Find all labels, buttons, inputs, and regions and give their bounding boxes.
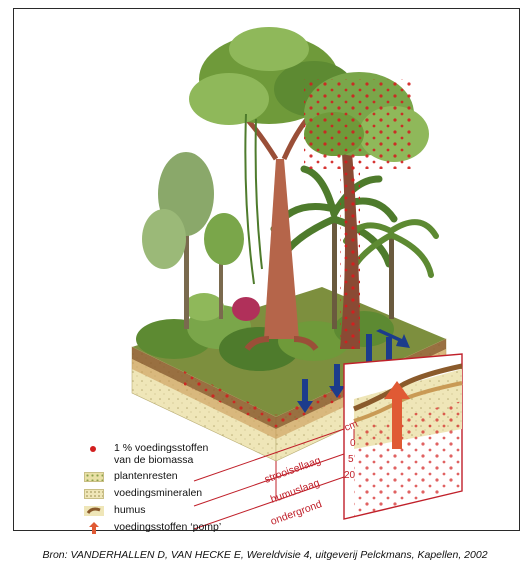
legend-humus-label: humus bbox=[114, 504, 146, 516]
scale-mark-20: 20 bbox=[344, 470, 356, 481]
scale-mark-5: 5 bbox=[348, 454, 354, 465]
palm-fronds bbox=[270, 165, 439, 329]
rainforest-illustration: cm 0 5 20 strooisellaag humuslaag onderg… bbox=[131, 27, 463, 530]
soil-cross-section bbox=[193, 353, 463, 530]
legend-nutrients-line1: 1 % voedingsstoffen bbox=[114, 442, 209, 454]
emergent-tree bbox=[189, 27, 354, 351]
legend-item-plantenresten: plantenresten bbox=[84, 469, 284, 486]
legend: 1 % voedingsstoffen van de biomassa plan… bbox=[84, 441, 284, 537]
understory-trees bbox=[142, 152, 244, 329]
legend-item-nutrients: 1 % voedingsstoffen van de biomassa bbox=[84, 441, 284, 469]
red-arrow-up-icon bbox=[84, 522, 104, 534]
legend-voedingsmineralen-label: voedingsmineralen bbox=[114, 487, 203, 499]
humus-swatch-icon bbox=[84, 506, 104, 517]
legend-plantenresten-label: plantenresten bbox=[114, 470, 178, 482]
scale-mark-0: 0 bbox=[350, 438, 356, 449]
legend-item-voedingsmineralen: voedingsmineralen bbox=[84, 486, 284, 503]
voedingsmineralen-swatch-icon bbox=[84, 489, 104, 500]
scale-unit-label: cm bbox=[343, 419, 359, 434]
nutrient-pump-arrow bbox=[384, 381, 410, 449]
source-caption: Bron: VANDERHALLEN D, VAN HECKE E, Werel… bbox=[42, 549, 488, 561]
legend-nutrients-line2: van de biomassa bbox=[114, 454, 194, 466]
plantenresten-swatch-icon bbox=[84, 472, 104, 483]
legend-item-humus: humus bbox=[84, 503, 284, 520]
nutrient-tree bbox=[304, 72, 429, 349]
legend-pomp-label: voedingsstoffen ‘pomp’ bbox=[114, 521, 222, 533]
figure-frame: cm 0 5 20 strooisellaag humuslaag onderg… bbox=[13, 8, 520, 534]
red-dot-icon bbox=[84, 444, 104, 455]
legend-item-pomp: voedingsstoffen ‘pomp’ bbox=[84, 520, 284, 537]
